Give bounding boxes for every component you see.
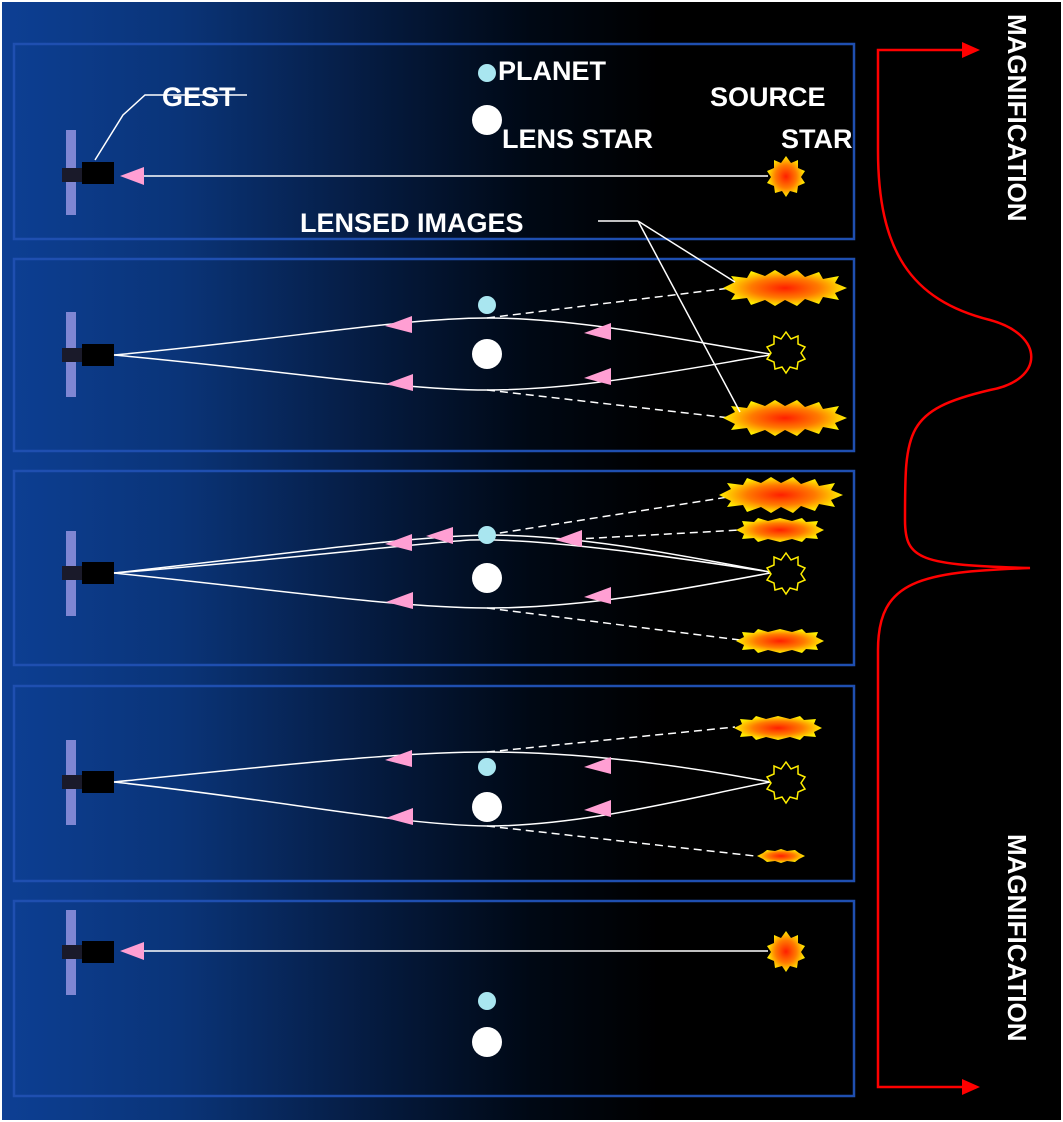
panel-borders xyxy=(12,42,856,1098)
source-outline xyxy=(765,551,807,596)
source-outline xyxy=(765,760,807,805)
panel-5 xyxy=(12,899,856,1098)
lens-star-label: LENS STAR xyxy=(502,124,653,154)
ray xyxy=(113,572,771,609)
lens-star xyxy=(472,792,502,822)
telescope-5 xyxy=(62,910,114,995)
ray-arrow xyxy=(584,800,611,817)
panel-1 xyxy=(12,42,856,241)
lensed-image xyxy=(736,518,824,542)
lensed-image xyxy=(723,400,847,436)
ray-dashed xyxy=(559,529,741,541)
telescope-3 xyxy=(62,531,114,616)
source-outline xyxy=(765,330,807,375)
lens-star xyxy=(472,105,502,135)
ray-dashed xyxy=(486,607,741,641)
ray-lower-dashed xyxy=(486,389,731,419)
source-star xyxy=(767,156,805,197)
ray-upper-dashed xyxy=(486,287,731,319)
ray-arrow xyxy=(120,167,144,185)
magnification-label-bottom: MAGNIFICATION xyxy=(1002,834,1032,1042)
planet xyxy=(478,758,496,776)
ray-arrow xyxy=(385,534,412,551)
gest-leader-line xyxy=(94,94,247,161)
planet xyxy=(478,296,496,314)
panel-5-content xyxy=(62,910,805,1057)
magnification-curve xyxy=(876,48,1033,1089)
ray-dashed xyxy=(486,496,729,536)
planet xyxy=(478,64,496,82)
lens-star xyxy=(472,339,502,369)
ray-arrow xyxy=(584,587,611,604)
lensed-images-pointers xyxy=(598,220,741,413)
lensed-images-label: LENSED IMAGES xyxy=(300,208,524,238)
panel-4 xyxy=(12,684,856,883)
lensed-image xyxy=(734,716,822,740)
ray-arrow xyxy=(120,942,144,960)
planet-label: PLANET xyxy=(498,56,607,86)
telescope-1 xyxy=(62,130,114,215)
ray-arrow xyxy=(385,316,412,333)
panel-3 xyxy=(12,469,856,667)
ray-arrow xyxy=(385,750,412,767)
ray-arrow xyxy=(426,527,453,544)
ray-arrow xyxy=(584,757,611,774)
ray-dashed xyxy=(486,726,736,753)
telescope-arm xyxy=(62,168,84,182)
ray-arrow xyxy=(386,808,413,825)
ray-arrow xyxy=(555,530,582,547)
source-star xyxy=(767,931,805,972)
ray xyxy=(113,781,771,827)
ray xyxy=(113,751,771,783)
planet xyxy=(478,992,496,1010)
ray-arrow xyxy=(584,323,611,340)
curve-arrow-top xyxy=(962,42,980,58)
panel-3-content xyxy=(62,477,843,653)
ray-dashed xyxy=(486,825,756,857)
ray-arrow xyxy=(386,592,413,609)
magnification-label-top: MAGNIFICATION xyxy=(1002,14,1032,222)
panel-1-content xyxy=(62,64,805,215)
lens-star xyxy=(472,1027,502,1057)
planet xyxy=(478,526,496,544)
source-label-line2: STAR xyxy=(781,124,853,154)
ray-lower xyxy=(113,354,771,391)
lensed-image xyxy=(736,629,824,653)
lensed-image xyxy=(719,477,843,513)
source-label-line1: SOURCE xyxy=(710,82,826,112)
ray-arrow xyxy=(386,374,413,391)
lensed-image xyxy=(757,849,805,863)
ray xyxy=(113,539,771,574)
lens-star xyxy=(472,563,502,593)
ray-upper xyxy=(113,317,771,356)
gest-label: GEST xyxy=(162,82,236,112)
telescope-body xyxy=(82,162,114,184)
telescope-4 xyxy=(62,740,114,825)
lensed-image xyxy=(723,270,847,306)
panel-4-content xyxy=(62,716,822,863)
panel-2 xyxy=(12,257,856,453)
telescope-2 xyxy=(62,312,114,397)
curve-arrow-bottom xyxy=(962,1079,980,1095)
panel-2-content xyxy=(62,270,847,436)
ray-arrow xyxy=(584,368,611,385)
